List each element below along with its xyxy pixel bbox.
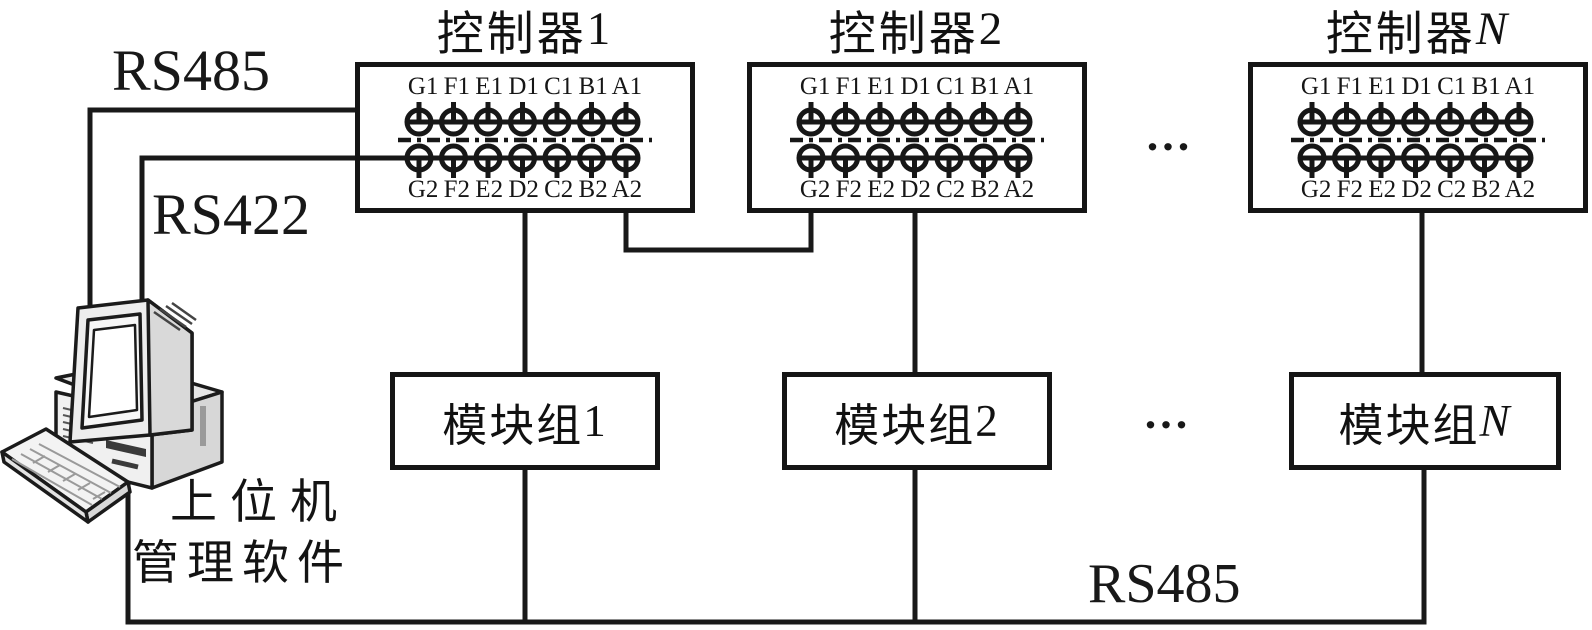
- rs485-wire: [87, 107, 356, 315]
- title-suffix: 2: [978, 3, 1006, 55]
- port-matrix: [790, 67, 1044, 208]
- controller-box-2: G1 F1 E1 D1 C1 B1 A1 G2 F2 E2 D2 C2 B2 A…: [747, 62, 1087, 213]
- module-label-suffix: 1: [583, 396, 608, 446]
- module-label-suffix: N: [1479, 396, 1512, 446]
- port-labels-top: G1 F1 E1 D1 C1 B1 A1: [407, 73, 643, 100]
- rs485-label-bottom: RS485: [1088, 553, 1241, 615]
- keyboard-left: [0, 450, 90, 524]
- controller1-controller2-link: [623, 212, 814, 253]
- title-prefix: 控制器: [1325, 8, 1476, 61]
- rs485-bus-line: [125, 465, 1427, 625]
- title-suffix: N: [1475, 3, 1511, 55]
- port-matrix: [360, 67, 652, 208]
- host-caption-line1: 上位机: [170, 477, 350, 529]
- host-caption-line2: 管理软件: [132, 538, 352, 590]
- module-label-prefix: 模块组: [1338, 400, 1480, 451]
- rs422-label: RS422: [152, 182, 310, 247]
- controller-box-N: G1 F1 E1 D1 C1 B1 A1 G2 F2 E2 D2 C2 B2 A…: [1248, 62, 1588, 213]
- port-labels-top: G1 F1 E1 D1 C1 B1 A1: [1300, 73, 1536, 100]
- port-matrix: [1291, 67, 1545, 208]
- controller-box-1: G1 F1 E1 D1 C1 B1 A1 G2 F2 E2 D2 C2 B2 A…: [355, 62, 695, 213]
- rs422-wire: [139, 155, 415, 315]
- modules-ellipsis: ...: [1144, 387, 1192, 438]
- rs485-label-top: RS485: [112, 38, 270, 103]
- port-labels-bottom: G2 F2 E2 D2 C2 B2 A2: [799, 176, 1035, 203]
- case-button: [111, 458, 139, 470]
- screen: [87, 323, 139, 419]
- port-labels-bottom: G2 F2 E2 D2 C2 B2 A2: [1300, 176, 1536, 203]
- port-labels-top: G1 F1 E1 D1 C1 B1 A1: [799, 73, 1035, 100]
- module-label-prefix: 模块组: [834, 400, 976, 451]
- controllers-ellipsis: ...: [1146, 109, 1194, 160]
- module-label-suffix: 2: [975, 396, 1000, 446]
- title-suffix: 1: [586, 3, 614, 55]
- title-prefix: 控制器: [436, 8, 587, 61]
- keyboard-keys: [11, 443, 121, 506]
- desktop-computer-icon: [0, 298, 224, 524]
- title-prefix: 控制器: [828, 8, 979, 61]
- port-labels-bottom: G2 F2 E2 D2 C2 B2 A2: [407, 176, 643, 203]
- floppy-slot: [106, 440, 146, 457]
- monitor-vents: [153, 301, 197, 332]
- module-label-prefix: 模块组: [442, 400, 584, 451]
